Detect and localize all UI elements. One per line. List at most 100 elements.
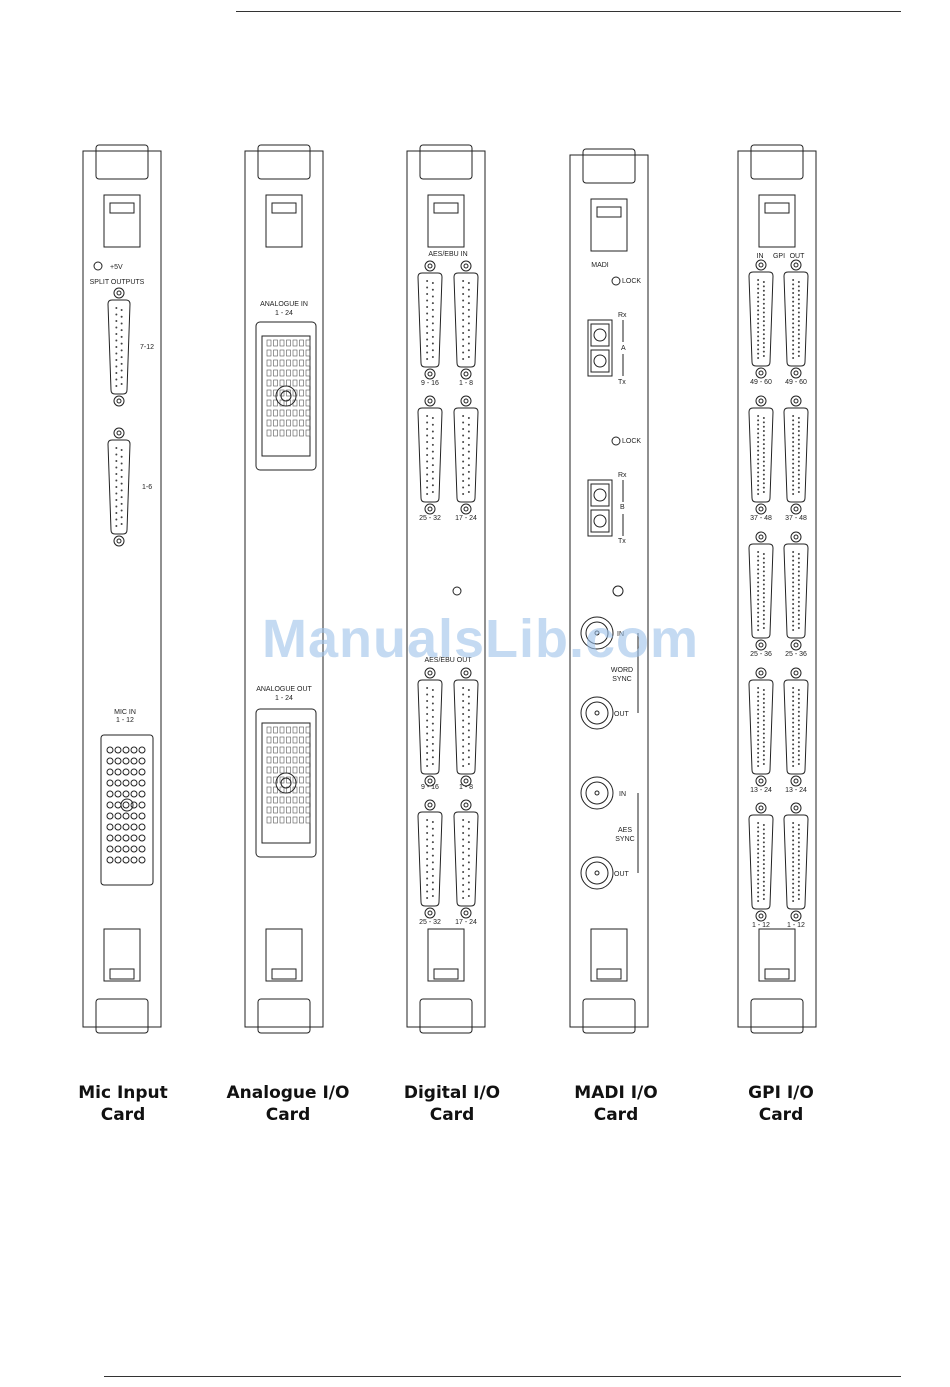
gpi-out-connector-4-pin <box>792 695 795 698</box>
digital-in-25-32-pin <box>426 421 429 424</box>
gpi-in-connector-5-pin <box>762 828 765 831</box>
madi-word-sync-label: SYNC <box>612 676 631 683</box>
gpi-out-connector-5-pin <box>797 824 800 826</box>
mic-split-7-12-pin <box>120 369 123 372</box>
gpi-in-connector-2-pin <box>762 482 765 485</box>
mic-split-7-12-pin <box>115 359 118 361</box>
gpi-out-connector-1-pin <box>797 337 800 340</box>
mic-split-7-12-pin <box>115 352 118 355</box>
gpi-in-connector-2-pin <box>757 475 760 478</box>
mic-split-7-12-pin <box>120 362 123 365</box>
gpi-out-connector-2-pin <box>792 454 795 456</box>
digital-in-9-16-pin <box>426 293 429 295</box>
gpi-in-connector-1-pin <box>757 335 760 338</box>
digital-in-25-32-pin <box>431 470 434 473</box>
gpi-in-connector-3-pin <box>762 557 765 560</box>
analogue-in-connector-center-ring <box>275 385 297 407</box>
gpi-in-connector-1-pin <box>757 279 760 281</box>
gpi-in-connector-1-pin <box>762 294 765 297</box>
gpi-out-connector-5-pin <box>797 854 800 857</box>
digital-in-17-24-pin <box>467 491 470 493</box>
digital-in-9-16-pin <box>426 299 429 302</box>
mic-in-pin <box>114 834 122 842</box>
analogue-out-connector-pin <box>292 766 298 774</box>
analogue-in-connector-pin <box>279 349 285 357</box>
digital-aes-out-label: AES/EBU OUT <box>424 657 472 664</box>
mic-in-pin <box>106 768 114 776</box>
gpi-out-label-2: 37 - 48 <box>785 515 807 522</box>
digital-in-25-32-screw-bottom-center <box>427 506 433 512</box>
madi-card-panel <box>569 154 649 1028</box>
digital-out-1-8-pin <box>467 749 470 752</box>
analogue-out-connector-pin <box>266 756 272 764</box>
digital-out-17-24-pin <box>462 877 465 880</box>
gpi-in-connector-4-pin <box>762 693 765 696</box>
gpi-in-connector-1-pin <box>762 302 765 305</box>
analogue-out-connector-pin <box>273 786 278 794</box>
gpi-in-connector-4-pin <box>762 719 765 722</box>
gpi-in-connector-3-shell <box>748 543 774 639</box>
analogue-in-connector-pin <box>273 369 278 377</box>
digital-out-17-24-pin <box>467 868 470 871</box>
digital-in-25-32-pin <box>426 486 429 489</box>
digital-in-1-8-pin <box>467 322 470 325</box>
gpi-out-connector-1-pin <box>792 305 795 307</box>
analogue-out-connector-pin <box>273 726 278 734</box>
digital-out-17-24-pin <box>462 890 465 893</box>
gpi-out-connector-4-pin <box>792 756 795 759</box>
gpi-in-connector-3-pin <box>757 603 760 605</box>
mic-in-pin <box>130 845 138 853</box>
digital-out-1-8-pin <box>462 706 465 709</box>
digital-out-9-16-pin <box>431 715 434 718</box>
digital-in-17-24-shell <box>453 407 479 503</box>
mic-split-7-12-pin <box>120 376 123 379</box>
gpi-out-connector-3-pin <box>797 605 800 608</box>
analogue-out-connector-center <box>280 777 292 789</box>
digital-out-9-16-pin <box>431 749 434 752</box>
mic-card-bottom-handle-slot <box>109 968 135 980</box>
digital-in-9-16 <box>417 272 443 368</box>
gpi-in-connector-5-screw-bottom <box>755 910 767 922</box>
analogue-out-connector-pin <box>299 726 304 734</box>
gpi-in-connector-5-shell <box>748 814 774 910</box>
mic-in-center <box>120 798 134 812</box>
digital-out-25-32-pin <box>431 827 434 830</box>
gpi-out-connector-3-pin <box>797 570 800 573</box>
analogue-in-connector-pin <box>292 339 298 347</box>
analogue-in-connector-pin <box>292 409 298 417</box>
analogue-out-connector-pin <box>273 746 278 754</box>
gpi-in-connector-4-pin <box>757 704 760 707</box>
mic-in-pin <box>130 856 138 864</box>
gpi-in-connector-4-pin <box>762 749 765 752</box>
gpi-out-connector-5-pin <box>792 830 795 833</box>
top-rule <box>236 11 901 12</box>
digital-in-17-24-pin <box>462 480 465 482</box>
digital-in-9-16-pin <box>426 345 429 347</box>
digital-in-17-24-pin <box>467 450 470 453</box>
mic-in-pin <box>138 801 146 809</box>
gpi-out-connector-1-screw-top-center <box>793 262 799 268</box>
analogue-in-connector-pin <box>266 379 272 387</box>
gpi-in-connector-3-pin <box>757 572 760 575</box>
gpi-in-connector-2-pin <box>762 425 765 428</box>
gpi-in-connector-4-pin <box>757 756 760 759</box>
mic-in-pin <box>122 790 130 798</box>
digital-in-1-8-pin <box>462 345 465 347</box>
gpi-out-connector-3-pin <box>797 618 800 621</box>
gpi-out-connector-1-pin <box>797 311 800 314</box>
gpi-in-connector-4-pin <box>757 691 760 694</box>
mic-in-pin <box>114 856 122 864</box>
analogue-out-connector-pin <box>305 756 311 764</box>
madi-card-top-handle-lever <box>590 198 628 252</box>
analogue-in-connector-pin <box>266 389 272 397</box>
analogue-in-connector-pin <box>299 359 304 367</box>
gpi-in-connector-3-pin <box>762 592 765 595</box>
gpi-in-connector-3 <box>748 543 774 639</box>
analogue-in-connector-pin <box>266 359 272 367</box>
gpi-in-connector-5-pin <box>757 856 760 859</box>
gpi-in-connector-3-screw-bottom-center <box>758 642 764 648</box>
madi-b-label: B <box>620 504 625 511</box>
mic-in-pin <box>122 757 130 765</box>
